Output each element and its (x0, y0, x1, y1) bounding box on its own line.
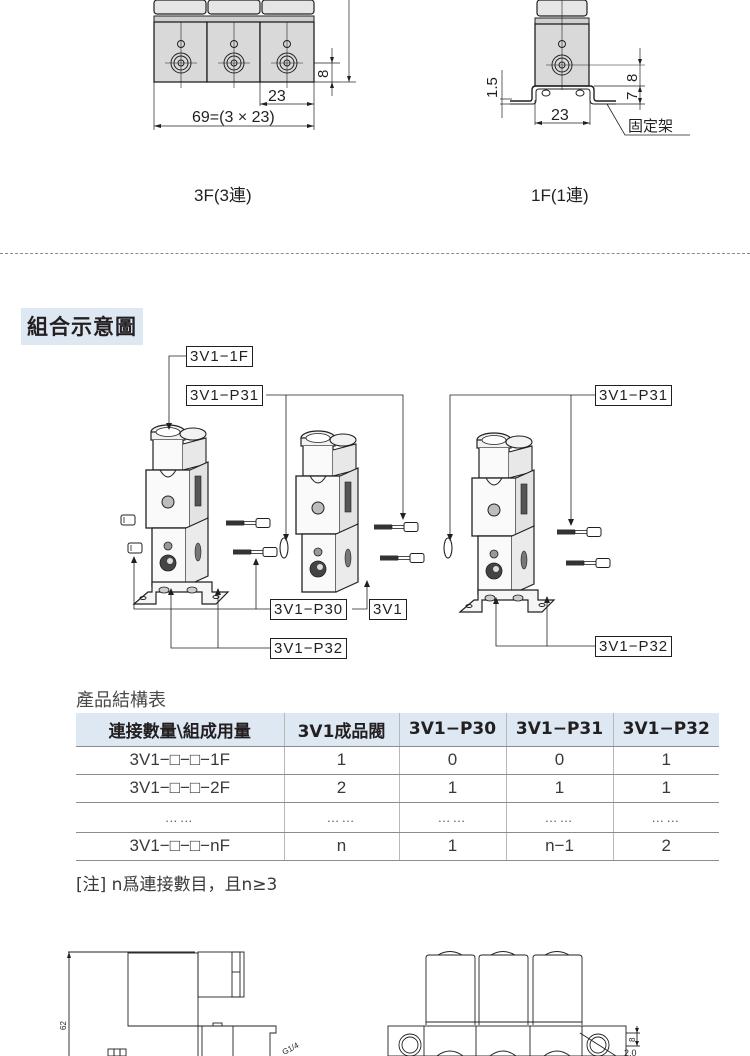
table-cell: 1 (612, 774, 719, 803)
table-cell: 3V1−□−□−nF (76, 832, 284, 861)
callout-3v1-valve: 3V1 (369, 599, 407, 620)
callout-3v1-p30: 3V1−P30 (270, 599, 348, 620)
dim-height-lower: 7 (624, 92, 641, 100)
table-cell: 2 (283, 774, 399, 803)
section-divider (0, 253, 750, 254)
callout-3v1-p32-right: 3V1−P32 (595, 636, 673, 657)
callout-3v1-1f: 3V1−1F (186, 346, 253, 367)
table-header-row: 連接數量\組成用量 3V1成品閥 3V1−P30 3V1−P31 3V1−P32 (76, 713, 719, 747)
callout-3v1-p31-left: 3V1−P31 (186, 385, 264, 406)
table-cell: 3V1−□−□−2F (76, 774, 284, 803)
dim-unit-width: 23 (268, 88, 286, 105)
header-3v1-p30: 3V1−P30 (398, 713, 506, 747)
header-connection-count: 連接數量\組成用量 (76, 713, 284, 747)
drawing-1f-front: 23 1.5 8 7 固定架 (484, 0, 690, 136)
bracket-label: 固定架 (628, 118, 673, 135)
table-row: …… …… …… …… …… (76, 802, 719, 833)
structure-table: 連接數量\組成用量 3V1成品閥 3V1−P30 3V1−P31 3V1−P32… (76, 713, 719, 861)
header-3v1-valve: 3V1成品閥 (283, 713, 399, 747)
dim-height-upper: 8 (624, 74, 641, 82)
assembly-diagram (120, 355, 611, 649)
table-cell: 3V1−□−□−1F (76, 746, 284, 775)
table-cell: …… (283, 802, 399, 833)
table-cell: …… (398, 802, 506, 833)
table-cell: 1 (398, 832, 506, 861)
table-cell: 1 (283, 746, 399, 775)
table-cell: 1 (505, 774, 613, 803)
dim-width-1f: 23 (551, 107, 569, 124)
dim-front-a: 8 (628, 1037, 637, 1042)
dim-height: 8 (315, 70, 332, 78)
table-caption: 產品結構表 (76, 690, 166, 711)
assembly-title: 組合示意圖 (21, 308, 143, 345)
table-cell: …… (612, 802, 719, 833)
dim-total-width: 69=(3 × 23) (192, 109, 275, 126)
header-3v1-p31: 3V1−P31 (505, 713, 613, 747)
callout-3v1-p31-right: 3V1−P31 (595, 385, 673, 406)
table-cell: 1 (398, 774, 506, 803)
dim-side-height: 62 (59, 1021, 68, 1030)
table-cell: n (283, 832, 399, 861)
caption-1f: 1F(1連) (531, 186, 589, 205)
table-row: 3V1−□−□−2F 2 1 1 1 (76, 774, 719, 803)
table-cell: 1 (612, 746, 719, 775)
table-cell: 2 (612, 832, 719, 861)
table-cell: …… (505, 802, 613, 833)
dim-front-b: 2.0 (624, 1048, 637, 1056)
table-row: 3V1−□−□−nF n 1 n−1 2 (76, 832, 719, 861)
table-cell: …… (76, 802, 284, 833)
drawing-3f-front: 23 69=(3 × 23) 8 (153, 0, 356, 130)
callout-3v1-p32-left: 3V1−P32 (270, 638, 348, 659)
table-note: [注] n爲連接數目，且n≥3 (76, 875, 278, 895)
table-cell: 0 (505, 746, 613, 775)
header-3v1-p32: 3V1−P32 (612, 713, 719, 747)
table-cell: n−1 (505, 832, 613, 861)
table-row: 3V1−□−□−1F 1 0 0 1 (76, 746, 719, 775)
caption-3f: 3F(3連) (194, 186, 252, 205)
dim-flange: 1.5 (484, 77, 501, 98)
table-cell: 0 (398, 746, 506, 775)
